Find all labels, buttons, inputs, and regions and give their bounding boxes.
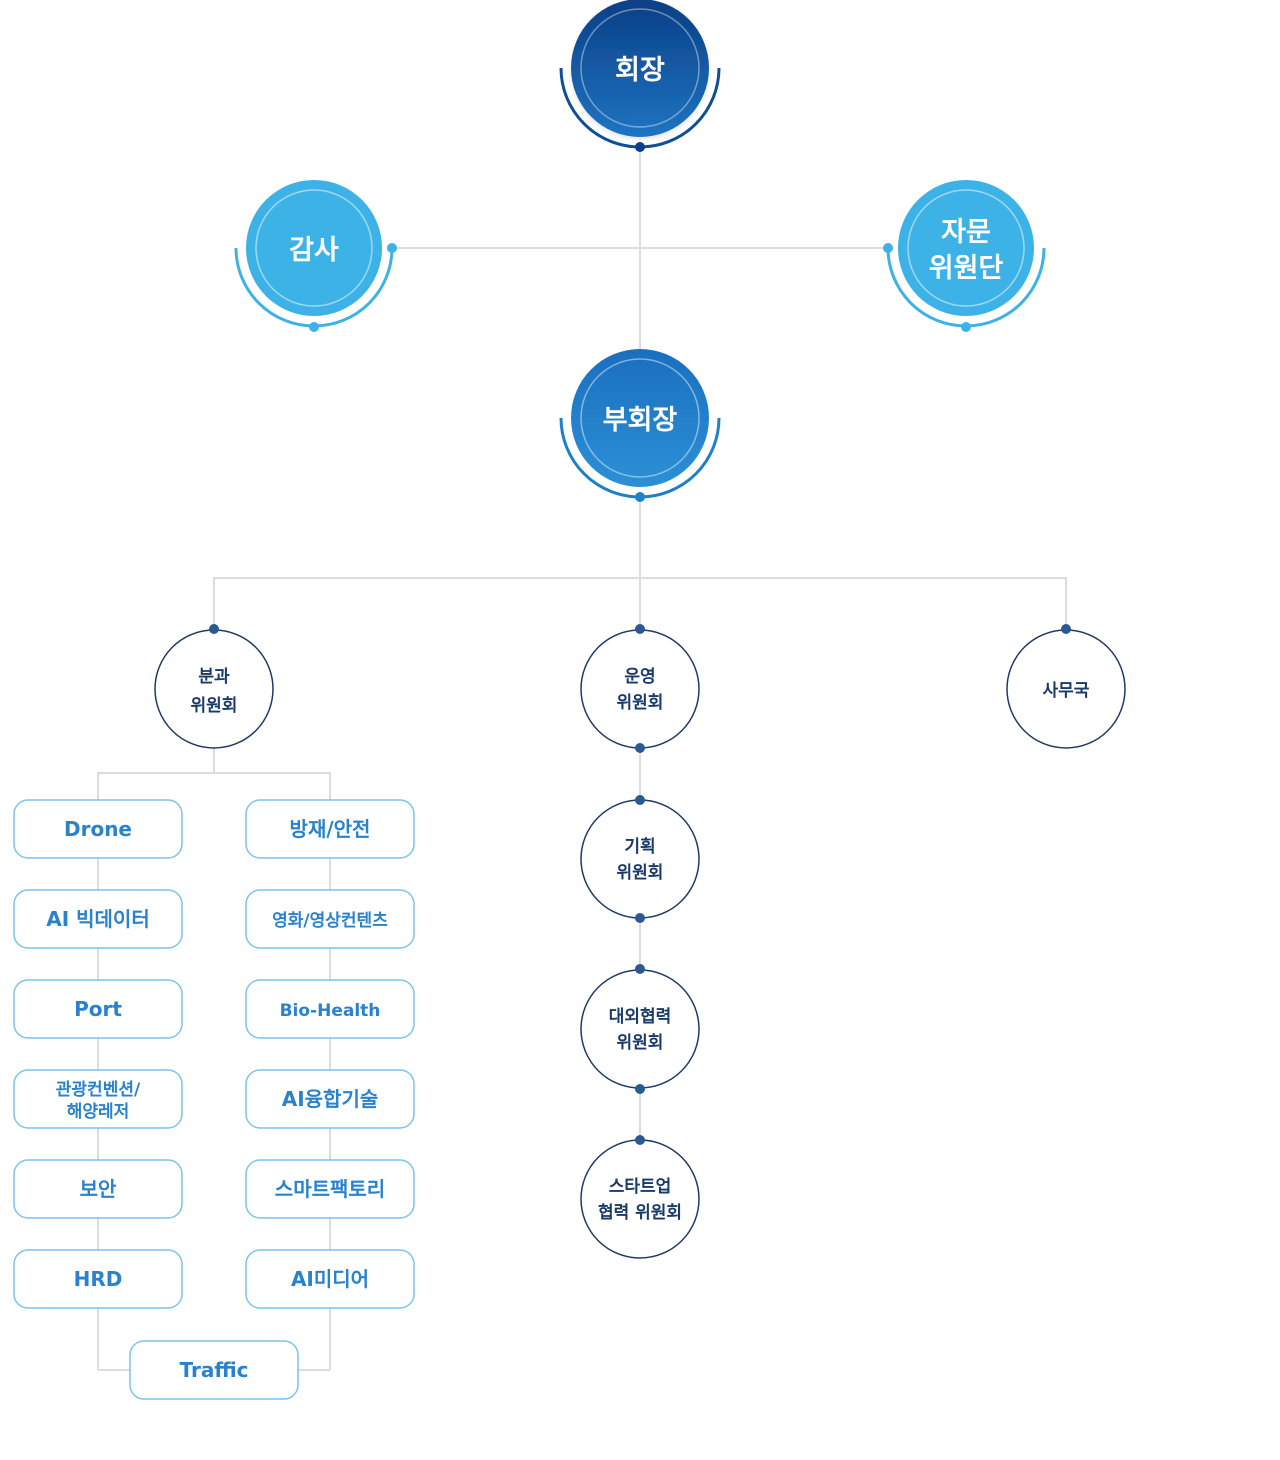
startup-cooperation-committee-line1: 스타트업: [609, 1177, 672, 1197]
subcommittee-right-4-box: [245, 1159, 415, 1219]
startup-cooperation-committee-node: 스타트업 협력 위원회: [580, 1135, 700, 1259]
subcommittee-left-0-label: Drone: [64, 817, 132, 841]
subcommittee-left-4: 보안: [13, 1159, 183, 1219]
subcommittee-right-1-box: [245, 889, 415, 949]
auditor-node: 감사: [234, 180, 397, 332]
operation-committee-circle: [580, 629, 700, 749]
subcommittee-left-1-box: [13, 889, 183, 949]
subcommittee-right-5-box: [245, 1249, 415, 1309]
auditor-dot-bottom: [309, 322, 319, 332]
subcommittee-right-2-label: Bio-Health: [280, 1001, 381, 1021]
subcommittee-right-2: Bio-Health: [245, 979, 415, 1039]
chairman-node: 회장: [559, 0, 721, 152]
subcommittee-right-3-label: AI융합기술: [282, 1087, 379, 1111]
auditor-circle: [246, 180, 382, 316]
planning-committee-node: 기획 위원회: [580, 795, 700, 923]
subcommittee-left-2-box: [13, 979, 183, 1039]
division-committee-circle: [154, 629, 274, 749]
secretariat-dot: [1061, 624, 1071, 634]
subcommittee-right-1: 영화/영상컨텐츠: [245, 889, 415, 949]
external-cooperation-committee-node: 대외협력 위원회: [580, 964, 700, 1094]
planning-committee-dot-bottom: [635, 913, 645, 923]
secretariat-label: 사무국: [1043, 681, 1090, 701]
subcommittee-right-5-label: AI미디어: [291, 1267, 369, 1291]
subcommittee-right-0-box: [245, 799, 415, 859]
subcommittee-left-2-label: Port: [74, 997, 122, 1021]
subcommittee-right-4-label: 스마트팩토리: [275, 1177, 385, 1201]
auditor-label: 감사: [289, 235, 339, 266]
subcommittee-right-3-box: [245, 1069, 415, 1129]
operation-committee-line1: 운영: [624, 667, 655, 687]
vice-chairman-label: 부회장: [603, 405, 678, 436]
subcommittee-left-0-box: [13, 799, 183, 859]
advisory-label-line2: 위원단: [929, 253, 1004, 284]
startup-cooperation-committee-circle: [580, 1139, 700, 1259]
subcommittee-right-5: AI미디어: [245, 1249, 415, 1309]
subcommittee-right-0: 방재/안전: [245, 799, 415, 859]
chairman-circle: [571, 0, 709, 137]
advisory-circle: [898, 180, 1034, 316]
subcommittee-left-3-label-line1: 관광컨벤션/: [56, 1080, 141, 1100]
startup-cooperation-committee-dot-top: [635, 1135, 645, 1145]
subcommittee-left-0: Drone: [13, 799, 183, 859]
subcommittee-left-4-box: [13, 1159, 183, 1219]
operation-committee-line2: 위원회: [617, 693, 664, 713]
subcommittee-left-1: AI 빅데이터: [13, 889, 183, 949]
subcommittee-traffic-box: [129, 1340, 299, 1400]
planning-committee-line2: 위원회: [617, 863, 664, 883]
subcommittee-right-2-box: [245, 979, 415, 1039]
auditor-inner-ring: [255, 189, 373, 307]
advisory-dot-left: [883, 243, 893, 253]
operation-committee-node: 운영 위원회: [580, 624, 700, 753]
chairman-label: 회장: [615, 55, 665, 86]
subcommittee-traffic: Traffic: [129, 1340, 299, 1400]
subcommittee-left-2: Port: [13, 979, 183, 1039]
secretariat-node: 사무국: [1006, 624, 1126, 749]
external-cooperation-committee-dot-top: [635, 964, 645, 974]
planning-committee-dot-top: [635, 795, 645, 805]
division-committee-line1: 분과: [198, 667, 230, 687]
startup-cooperation-committee-line2: 협력 위원회: [598, 1202, 682, 1223]
chairman-inner-ring: [580, 8, 700, 128]
planning-committee-line1: 기획: [624, 837, 655, 857]
subcommittee-traffic-label: Traffic: [180, 1358, 249, 1382]
line-division-split: [97, 772, 331, 800]
advisory-dot-bottom: [961, 322, 971, 332]
subcommittee-right-0-label: 방재/안전: [290, 817, 371, 841]
subcommittee-right-1-label: 영화/영상컨텐츠: [272, 911, 388, 931]
division-committee-dot: [209, 624, 219, 634]
external-cooperation-committee-dot-bottom: [635, 1084, 645, 1094]
advisory-node: 자문 위원단: [883, 180, 1046, 332]
external-cooperation-committee-line2: 위원회: [617, 1033, 664, 1053]
vice-chairman-node: 부회장: [559, 349, 721, 502]
advisory-inner-ring: [907, 189, 1025, 307]
advisory-label-line1: 자문: [941, 217, 991, 248]
vice-chairman-circle: [571, 349, 709, 487]
vice-chairman-inner-ring: [580, 358, 700, 478]
subcommittee-left-5-label: HRD: [74, 1267, 123, 1291]
division-committee-line2: 위원회: [191, 696, 238, 716]
chairman-dot: [635, 142, 645, 152]
subcommittee-left-1-label: AI 빅데이터: [46, 907, 149, 931]
subcommittee-left-3: 관광컨벤션/해양레저: [13, 1069, 183, 1129]
operation-committee-dot-top: [635, 624, 645, 634]
external-cooperation-committee-circle: [580, 969, 700, 1089]
vice-chairman-dot: [635, 492, 645, 502]
planning-committee-circle: [580, 799, 700, 919]
subcommittee-left-5: HRD: [13, 1249, 183, 1309]
operation-committee-dot-bottom: [635, 743, 645, 753]
auditor-dot-right: [387, 243, 397, 253]
subcommittee-right-3: AI융합기술: [245, 1069, 415, 1129]
subcommittee-left-4-label: 보안: [80, 1177, 117, 1201]
subcommittee-left-3-box: [13, 1069, 183, 1129]
external-cooperation-committee-line1: 대외협력: [609, 1006, 672, 1027]
division-committee-node: 분과 위원회: [154, 624, 274, 749]
subcommittee-left-3-label-line2: 해양레저: [67, 1102, 130, 1122]
subcommittee-right-4: 스마트팩토리: [245, 1159, 415, 1219]
subcommittee-left-5-box: [13, 1249, 183, 1309]
